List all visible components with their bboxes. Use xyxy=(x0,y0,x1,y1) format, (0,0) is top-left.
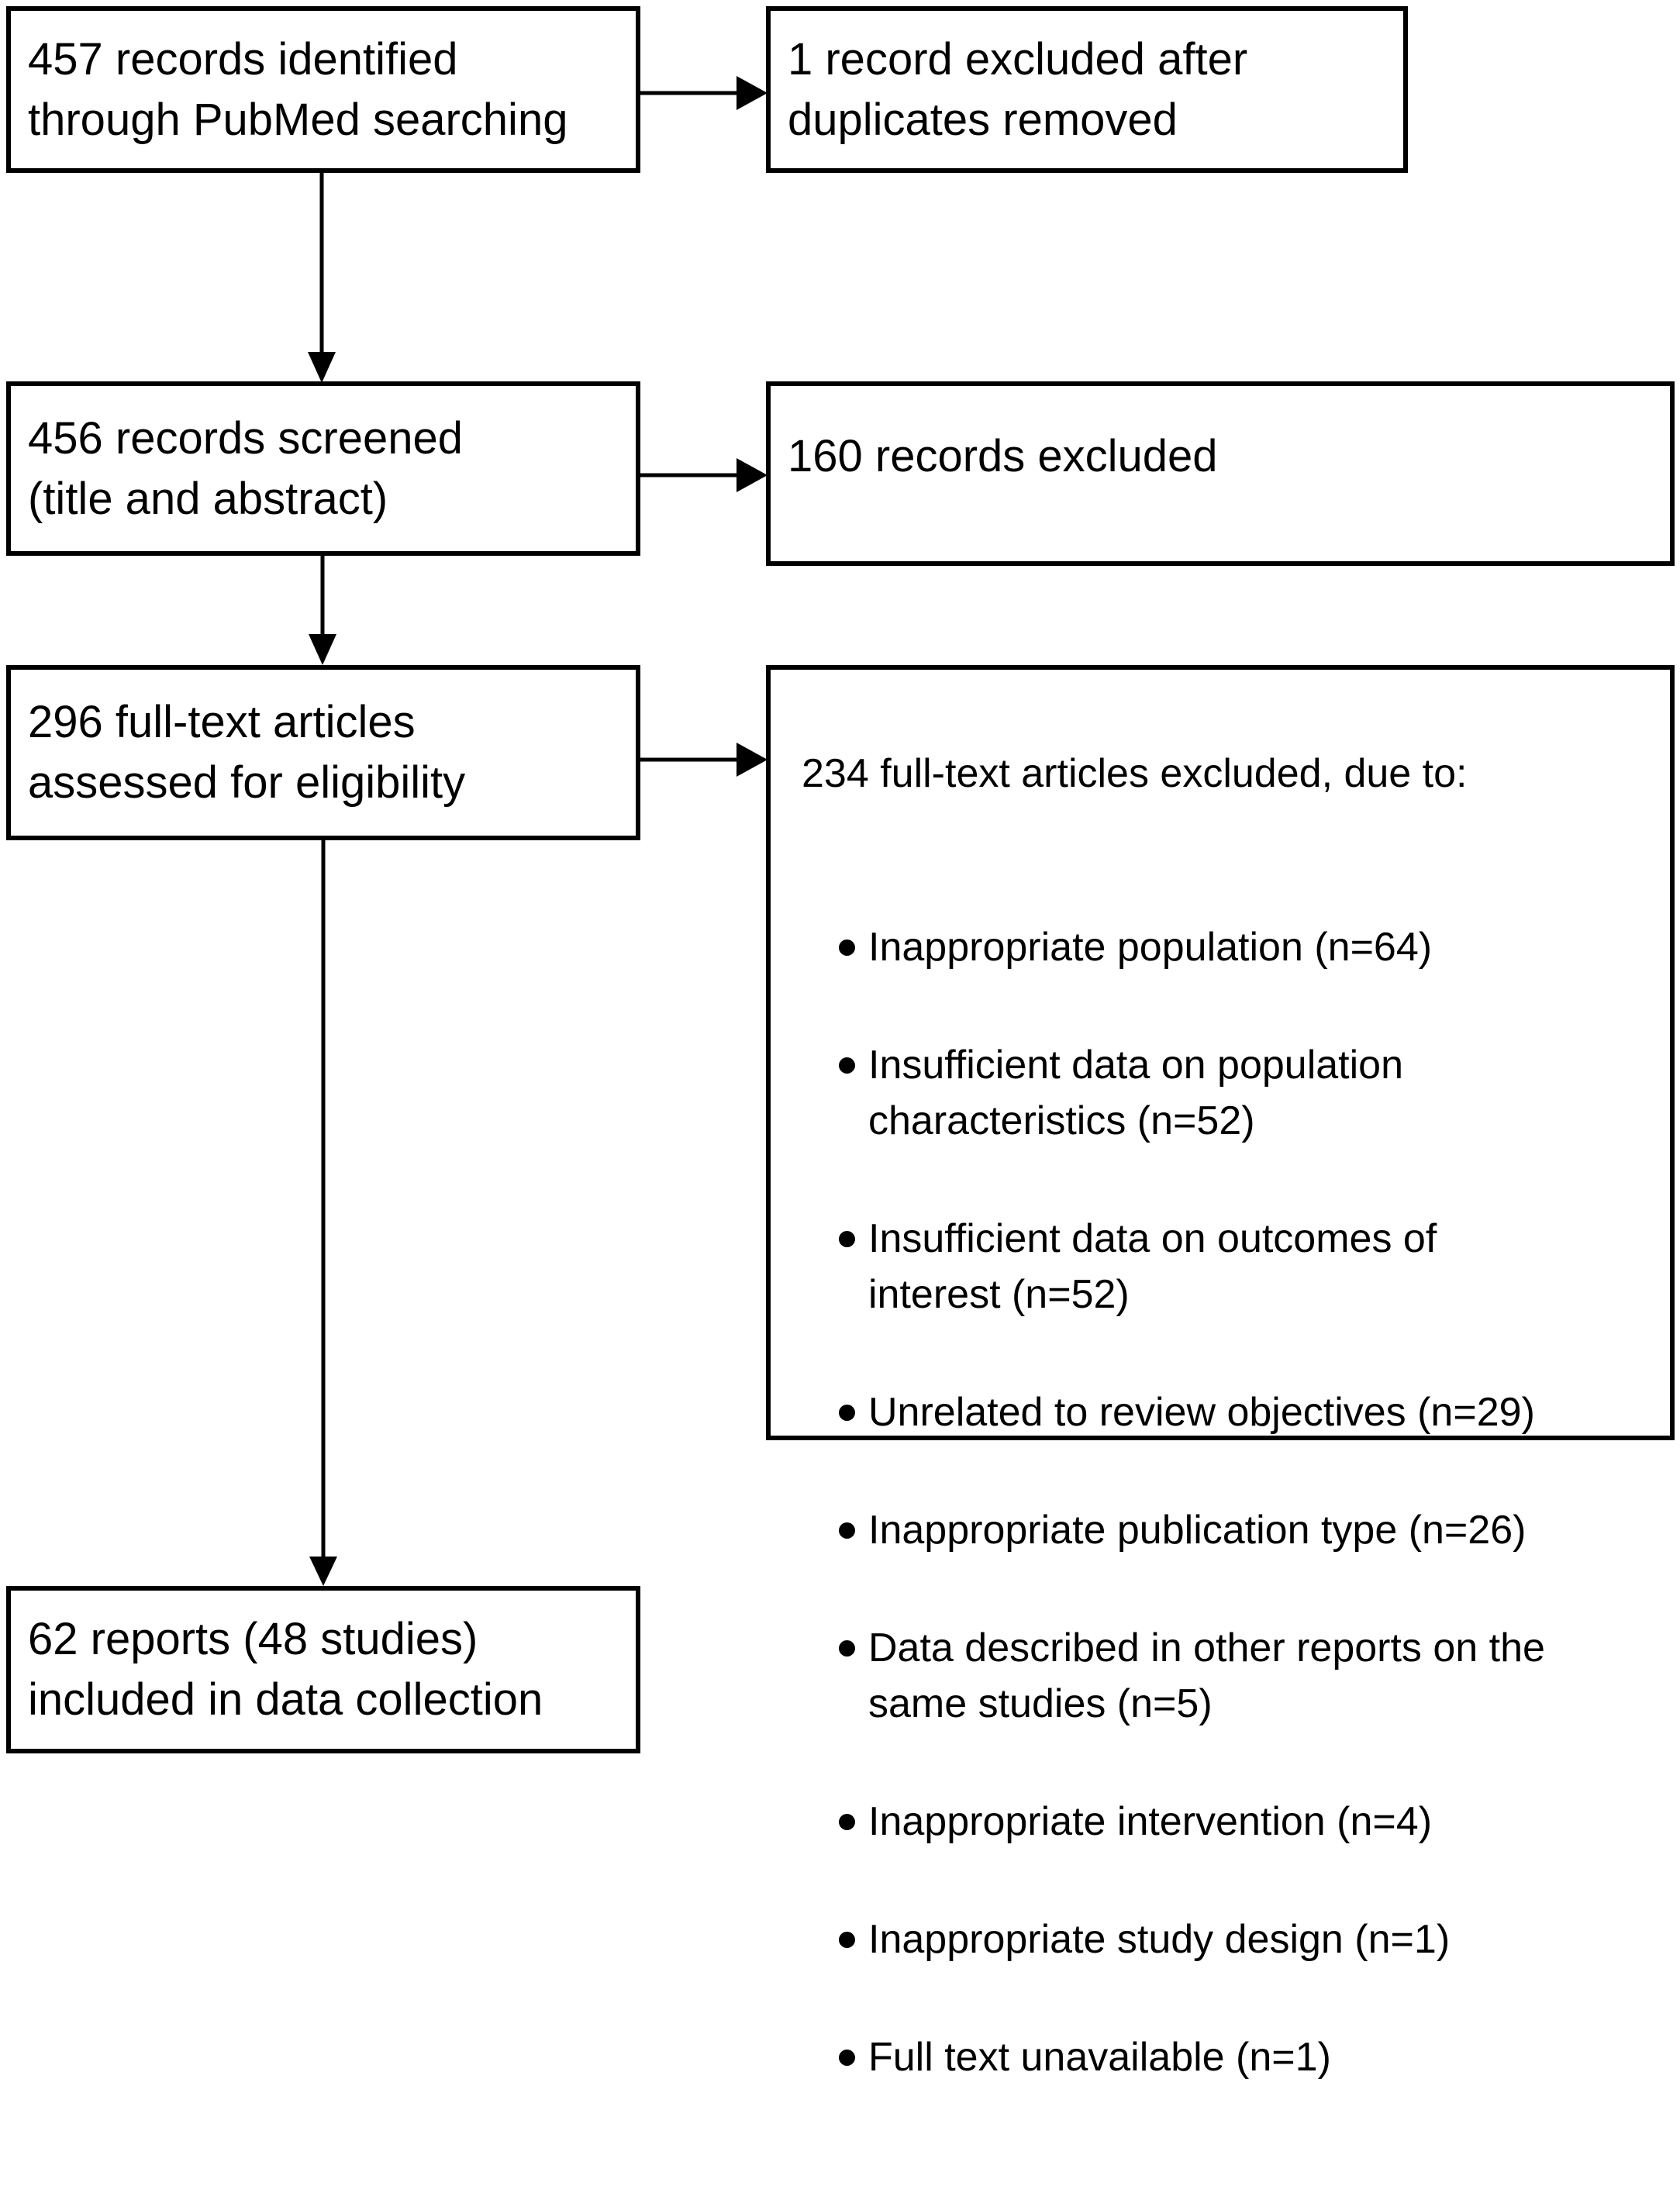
exclusion-reason-unavailable: Full text unavailable (n=1) xyxy=(839,2029,1642,2085)
arrow-identified-to-duplicates-excluded xyxy=(640,76,768,110)
box-reports-included: 62 reports (48 studies) included in data… xyxy=(6,1586,640,1753)
exclusion-reason-unrelated: Unrelated to review objectives (n=29) xyxy=(839,1384,1642,1440)
arrow-screened-to-records-excluded xyxy=(640,458,768,492)
box-records-screened: 456 records screened (title and abstract… xyxy=(6,381,640,556)
fulltext-excluded-title: 234 full-text articles excluded, due to: xyxy=(802,751,1468,796)
exclusion-reason-study-design: Inappropriate study design (n=1) xyxy=(839,1912,1642,1967)
arrow-assessed-to-included xyxy=(309,840,337,1586)
exclusion-reason-other-reports: Data described in other reports on the s… xyxy=(839,1620,1642,1732)
prisma-flow-diagram: 457 records identified through PubMed se… xyxy=(6,6,1675,2080)
arrow-assessed-to-fulltext-excluded xyxy=(640,743,768,777)
arrow-identified-to-screened xyxy=(308,173,336,383)
box-duplicates-excluded: 1 record excluded after duplicates remov… xyxy=(766,6,1408,173)
box-records-excluded: 160 records excluded xyxy=(766,381,1675,566)
exclusion-reason-population-characteristics: Insufficient data on population characte… xyxy=(839,1037,1642,1149)
arrow-screened-to-assessed xyxy=(309,555,336,665)
exclusion-reason-publication-type: Inappropriate publication type (n=26) xyxy=(839,1502,1642,1558)
box-fulltext-assessed: 296 full-text articles assessed for elig… xyxy=(6,665,640,840)
exclusion-reason-outcomes: Insufficient data on outcomes of interes… xyxy=(839,1211,1642,1322)
exclusion-reason-intervention: Inappropriate intervention (n=4) xyxy=(839,1794,1642,1850)
exclusion-reasons-list: Inappropriate population (n=64) Insuffic… xyxy=(771,864,1642,2147)
exclusion-reason-population: Inappropriate population (n=64) xyxy=(839,919,1642,975)
box-records-identified: 457 records identified through PubMed se… xyxy=(6,6,640,173)
box-fulltext-excluded: 234 full-text articles excluded, due to:… xyxy=(766,665,1675,2080)
